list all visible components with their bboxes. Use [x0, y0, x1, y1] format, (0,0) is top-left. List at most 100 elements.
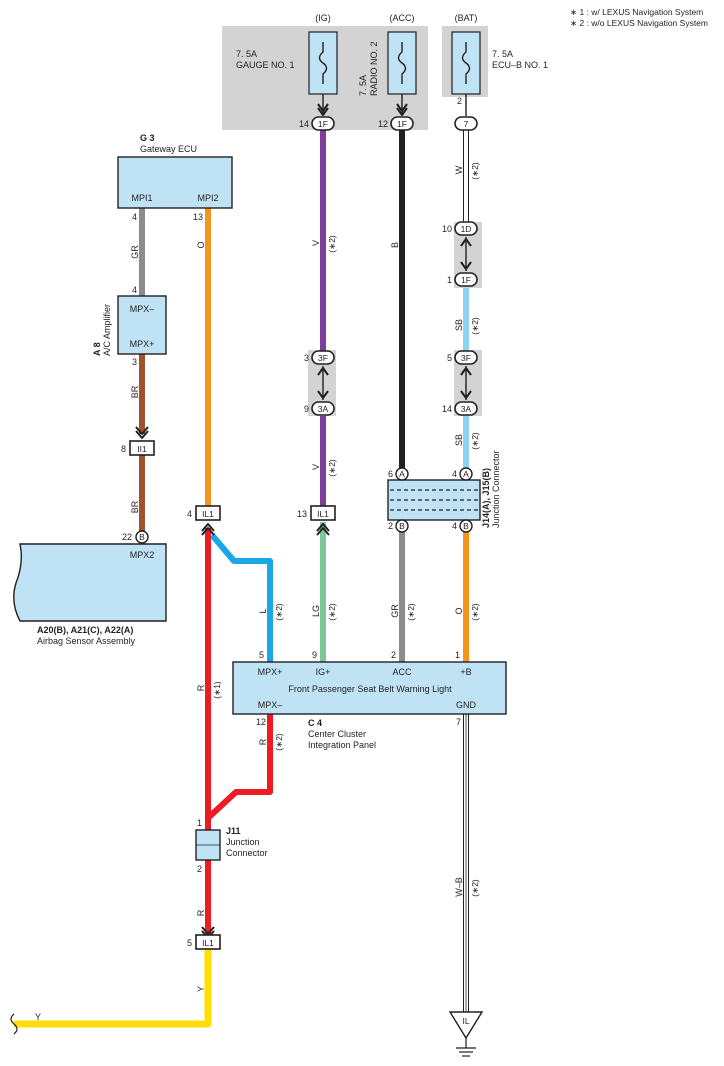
- ac-amp-num-bottom: 3: [132, 357, 137, 367]
- svg-text:1D: 1D: [461, 224, 472, 234]
- svg-text:IL1: IL1: [202, 938, 214, 948]
- connector-1d-num: 10: [442, 224, 452, 234]
- connector-il1-bottom-num: 5: [187, 938, 192, 948]
- gateway-code: G 3: [140, 133, 155, 143]
- cluster-num-b-plus: 1: [455, 650, 460, 660]
- airbag-connector-b: [135, 530, 149, 544]
- center-cluster-box: [232, 661, 507, 715]
- gateway-num-mpi1: 4: [132, 212, 137, 222]
- source-bat: (BAT): [455, 13, 478, 23]
- note-mark-v-bottom: (∗2): [327, 459, 337, 477]
- connector-1f-acc-pin: 12: [378, 119, 388, 129]
- wire-label-y-horizontal: Y: [35, 1012, 41, 1022]
- junction-j14-top-left-num: 6: [388, 469, 393, 479]
- airbag-sensor-box: [13, 543, 167, 622]
- svg-text:II1: II1: [137, 444, 147, 454]
- ac-amp-name: A/C Amplifier: [102, 304, 112, 356]
- wire-label-r-branch: R: [258, 738, 268, 745]
- connector-il1-bottom: IL1: [195, 926, 221, 950]
- wire-label-w: W: [454, 165, 464, 174]
- note-mark-sb-top: (∗2): [470, 317, 480, 335]
- junction-j14-name: Junction Connector: [491, 450, 501, 528]
- wire-label-v-top: V: [311, 240, 321, 246]
- fuse-gauge: [308, 31, 338, 116]
- wire-label-v-bottom: V: [311, 464, 321, 470]
- wire-label-l: L: [258, 608, 268, 613]
- wire-label-o-right: O: [454, 607, 464, 614]
- connector-ii1-num: 8: [121, 444, 126, 454]
- junction-j11-code: J11: [226, 826, 241, 836]
- junction-j14-code: J14(A), J15(B): [481, 468, 491, 528]
- fuse-radio-rating: 7. 5A: [358, 75, 368, 96]
- junction-j14-bottom-right-num: 4: [452, 521, 457, 531]
- junction-j14-bottom-left-num: 2: [388, 521, 393, 531]
- note-1: ∗ 1 : w/ LEXUS Navigation System: [570, 7, 703, 17]
- airbag-connector-label: B: [139, 532, 145, 542]
- connector-3a-right-num: 14: [442, 404, 452, 414]
- note-mark-lg: (∗2): [327, 603, 337, 621]
- ac-amp-code: A 8: [92, 342, 102, 356]
- junction-j14-top-right-num: 4: [452, 469, 457, 479]
- airbag-num: 22: [122, 532, 132, 542]
- gateway-pin-mpi1: MPI1: [131, 193, 152, 203]
- cluster-pin-gnd: GND: [456, 700, 477, 710]
- fuse-radio: [387, 31, 417, 116]
- connector-3a-left-num: 9: [304, 404, 309, 414]
- fuse-gauge-name: GAUGE NO. 1: [236, 60, 295, 70]
- svg-text:1F: 1F: [461, 275, 471, 285]
- connector-1d-1f: 1D 1F: [454, 221, 478, 287]
- junction-j11-name-line2: Connector: [226, 848, 268, 858]
- connector-il1-mid: IL1: [310, 505, 336, 536]
- svg-text:B: B: [463, 521, 469, 531]
- cluster-title: Front Passenger Seat Belt Warning Light: [288, 684, 452, 694]
- wire-label-r-bottom: R: [196, 909, 206, 916]
- connector-3f-3a-right: 3F 3A: [454, 350, 478, 416]
- connector-ii1: II1: [129, 426, 155, 456]
- ac-amp-num-top: 4: [132, 285, 137, 295]
- ground-label: IL: [462, 1016, 469, 1026]
- note-mark-wb: (∗2): [470, 879, 480, 897]
- note-mark-o-right: (∗2): [470, 603, 480, 621]
- connector-7-bat: 7: [454, 116, 478, 131]
- cluster-code: C 4: [308, 718, 322, 728]
- svg-text:A: A: [399, 469, 405, 479]
- wire-label-sb-bottom: SB: [454, 434, 464, 446]
- wire-red-branch: [205, 714, 273, 821]
- connector-il1-left: IL1: [195, 505, 221, 536]
- cluster-num-acc: 2: [391, 650, 396, 660]
- cluster-num-gnd: 7: [456, 717, 461, 727]
- cluster-pin-ig-plus: IG+: [316, 667, 331, 677]
- wire-break-mark: [10, 1013, 18, 1035]
- connector-3f-left-num: 3: [304, 353, 309, 363]
- junction-j11-num-bottom: 2: [197, 864, 202, 874]
- gateway-ecu-box: [117, 156, 233, 209]
- wire-label-sb-top: SB: [454, 319, 464, 331]
- svg-text:1F: 1F: [397, 119, 407, 129]
- fuse-gauge-rating: 7. 5A: [236, 49, 257, 59]
- svg-text:3A: 3A: [461, 404, 472, 414]
- wire-blue: [209, 533, 273, 662]
- connector-1f-num: 1: [447, 275, 452, 285]
- airbag-code: A20(B), A21(C), A22(A): [37, 625, 133, 635]
- gateway-pin-mpi2: MPI2: [197, 193, 218, 203]
- wire-label-wb: W–B: [454, 877, 464, 897]
- svg-text:1F: 1F: [318, 119, 328, 129]
- wire-yellow: [14, 948, 212, 1028]
- ground-symbol: [448, 1011, 484, 1057]
- cluster-name-line1: Center Cluster: [308, 729, 366, 739]
- fuse-ecu-b-rating: 7. 5A: [492, 49, 513, 59]
- cluster-pin-b-plus: +B: [460, 667, 471, 677]
- fuse-radio-name: RADIO NO. 2: [369, 41, 379, 96]
- wire-label-o-left: O: [196, 241, 206, 248]
- note-mark-r-main: (∗1): [212, 681, 222, 699]
- svg-text:3F: 3F: [461, 353, 471, 363]
- svg-text:3A: 3A: [318, 404, 329, 414]
- cluster-num-mpx-plus: 5: [259, 650, 264, 660]
- ac-amp-pin-mpx-minus: MPX–: [130, 304, 155, 314]
- wire-label-br-bottom: BR: [130, 500, 140, 513]
- cluster-name-line2: Integration Panel: [308, 740, 376, 750]
- wire-label-lg: LG: [311, 605, 321, 617]
- wire-label-gr: GR: [130, 245, 140, 259]
- connector-1f-ig: 1F: [311, 116, 335, 131]
